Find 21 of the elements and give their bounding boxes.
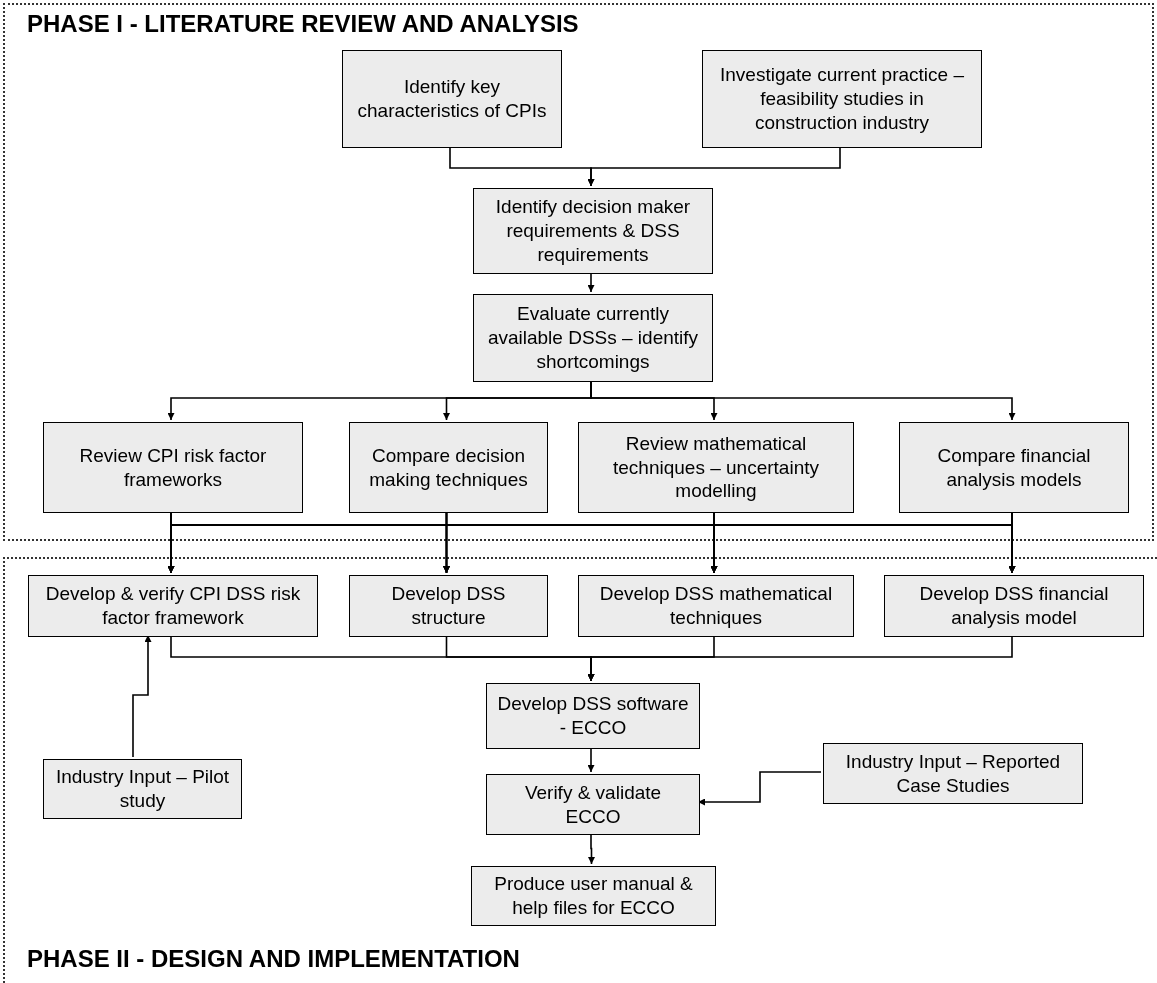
process-box: Industry Input – Reported Case Studies <box>823 743 1083 804</box>
process-box: Review mathematical techniques – uncertainty modelling <box>578 422 854 513</box>
process-box: Develop DSS software - ECCO <box>486 683 700 749</box>
process-box: Produce user manual & help files for ECCO <box>471 866 716 926</box>
process-box: Develop DSS structure <box>349 575 548 637</box>
phase-region <box>3 557 1157 983</box>
process-box: Compare financial analysis models <box>899 422 1129 513</box>
process-box: Verify & validate ECCO <box>486 774 700 835</box>
process-box: Investigate current practice – feasibility studies in construction industry <box>702 50 982 148</box>
process-box: Develop DSS financial analysis model <box>884 575 1144 637</box>
process-box: Develop & verify CPI DSS risk factor framework <box>28 575 318 637</box>
process-box: Evaluate currently available DSSs – identify shortcomings <box>473 294 713 382</box>
process-box: Review CPI risk factor frameworks <box>43 422 303 513</box>
process-box: Compare decision making techniques <box>349 422 548 513</box>
phase-region <box>3 3 1154 541</box>
process-box: Develop DSS mathematical techniques <box>578 575 854 637</box>
phase-heading: PHASE I - LITERATURE REVIEW AND ANALYSIS <box>27 9 579 39</box>
phase-heading: PHASE II - DESIGN AND IMPLEMENTATION <box>27 944 520 974</box>
process-box: Industry Input – Pilot study <box>43 759 242 819</box>
process-box: Identify key characteristics of CPIs <box>342 50 562 148</box>
process-box: Identify decision maker requirements & DSS requirements <box>473 188 713 274</box>
